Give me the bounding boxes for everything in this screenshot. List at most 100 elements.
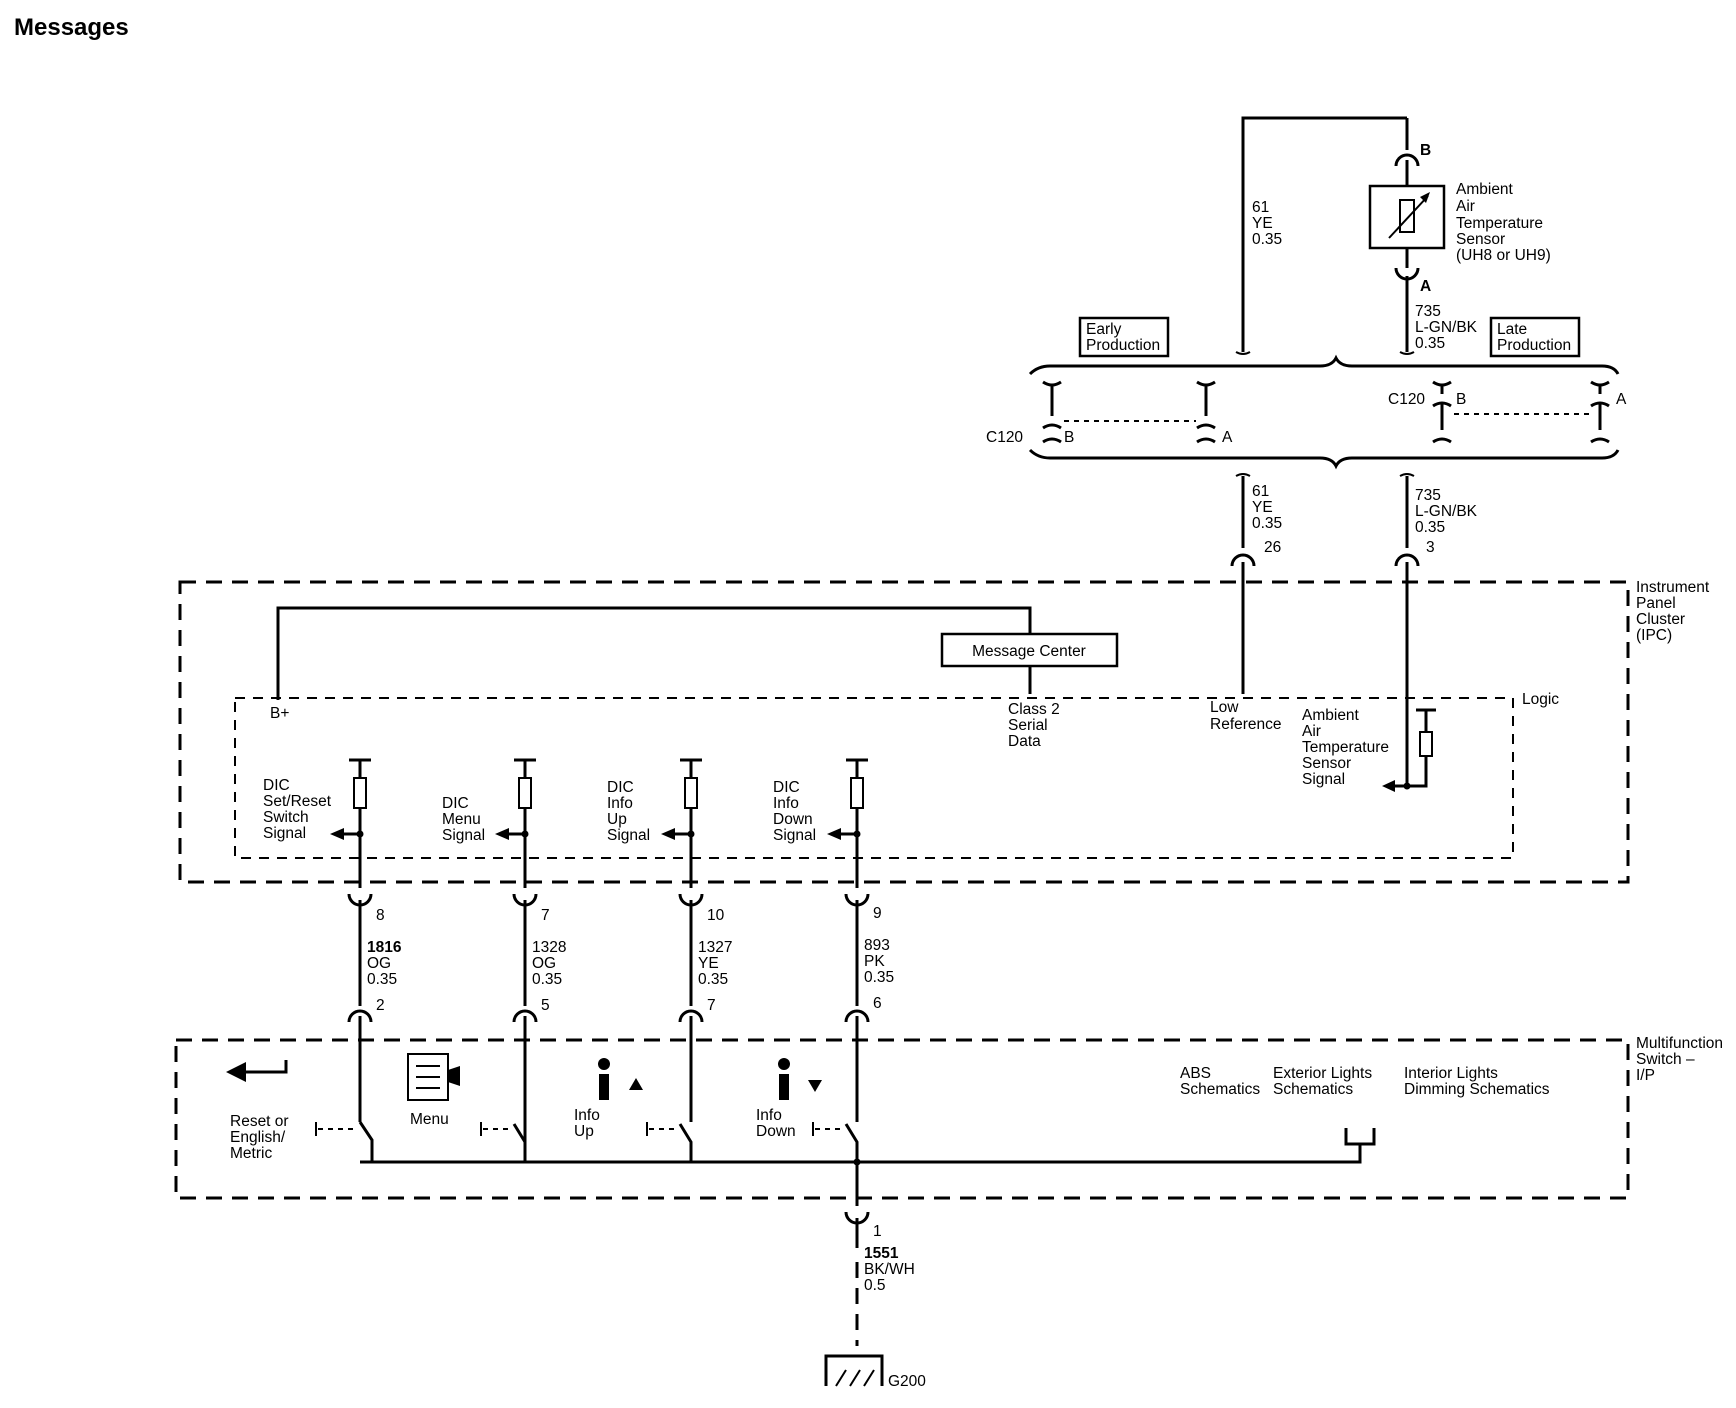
svg-text:Cluster: Cluster — [1636, 611, 1685, 628]
svg-text:Menu: Menu — [410, 1111, 449, 1128]
ground-g200: 1 1551 BK/WH 0.5 G200 — [824, 1158, 926, 1390]
svg-text:Info: Info — [607, 795, 633, 812]
info-down-icon — [778, 1058, 822, 1100]
svg-text:DIC: DIC — [263, 777, 290, 794]
svg-text:6: 6 — [873, 995, 882, 1012]
svg-text:Signal: Signal — [1302, 771, 1345, 788]
svg-text:9: 9 — [873, 905, 882, 922]
svg-text:1327: 1327 — [698, 939, 732, 956]
svg-text:Schematics: Schematics — [1273, 1081, 1353, 1098]
svg-text:3: 3 — [1426, 539, 1435, 556]
svg-text:DIC: DIC — [442, 795, 469, 812]
svg-text:Temperature: Temperature — [1456, 215, 1543, 232]
svg-text:B: B — [1064, 429, 1074, 446]
dic-menu-circuit: DIC Menu Signal — [442, 758, 536, 888]
svg-text:B: B — [1456, 391, 1466, 408]
svg-text:0.5: 0.5 — [864, 1277, 886, 1294]
svg-text:DIC: DIC — [607, 779, 634, 796]
svg-text:English/: English/ — [230, 1129, 286, 1146]
svg-text:735: 735 — [1415, 303, 1441, 320]
sensor-pin-a: A — [1420, 278, 1431, 295]
wire-61-lower: 61 YE 0.35 26 — [1230, 473, 1282, 694]
svg-text:Instrument: Instrument — [1636, 579, 1710, 596]
svg-text:Multifunction: Multifunction — [1636, 1035, 1723, 1052]
svg-text:Serial: Serial — [1008, 717, 1048, 734]
svg-text:Data: Data — [1008, 733, 1041, 750]
svg-text:Menu: Menu — [442, 811, 481, 828]
svg-text:Temperature: Temperature — [1302, 739, 1389, 756]
svg-text:Production: Production — [1086, 337, 1160, 354]
svg-text:Signal: Signal — [607, 827, 650, 844]
svg-text:735: 735 — [1415, 487, 1441, 504]
c120-bracket — [1028, 354, 1620, 470]
svg-text:Down: Down — [773, 811, 813, 828]
svg-text:Air: Air — [1456, 198, 1475, 215]
wire-735-upper: 735 L-GN/BK 0.35 — [1399, 303, 1478, 355]
message-center: Message Center B+ Class 2 Serial Data Lo… — [270, 606, 1389, 788]
svg-text:893: 893 — [864, 937, 890, 954]
dic-set-reset-circuit: DIC Set/Reset Switch Signal — [263, 758, 371, 888]
svg-text:26: 26 — [1264, 539, 1281, 556]
early-production-box: Early Production — [1078, 316, 1170, 358]
svg-text:61: 61 — [1252, 483, 1269, 500]
sensor-box — [1368, 184, 1446, 250]
svg-text:Metric: Metric — [230, 1145, 272, 1162]
svg-text:BK/WH: BK/WH — [864, 1261, 915, 1278]
svg-text:Up: Up — [574, 1123, 594, 1140]
wire-735-lower: 735 L-GN/BK 0.35 3 — [1382, 473, 1478, 792]
svg-text:Late: Late — [1497, 321, 1527, 338]
dic-info-up-circuit: DIC Info Up Signal — [607, 758, 702, 888]
svg-text:ABS: ABS — [1180, 1065, 1211, 1082]
reset-switch: Reset or English/ Metric — [226, 1060, 374, 1162]
svg-text:YE: YE — [1252, 215, 1273, 232]
svg-text:Signal: Signal — [442, 827, 485, 844]
svg-text:L-GN/BK: L-GN/BK — [1415, 503, 1478, 520]
svg-text:Sensor: Sensor — [1456, 231, 1505, 248]
page-title: Messages — [14, 14, 129, 41]
svg-text:Production: Production — [1497, 337, 1571, 354]
schematic-references: ABS Schematics Exterior Lights Schematic… — [1180, 1065, 1550, 1098]
svg-text:(IPC): (IPC) — [1636, 627, 1672, 644]
svg-text:Ambient: Ambient — [1302, 707, 1360, 724]
logic-label: Logic — [1522, 691, 1559, 708]
thermistor-icon — [1399, 199, 1415, 233]
svg-text:DIC: DIC — [773, 779, 800, 796]
svg-text:0.35: 0.35 — [1415, 335, 1445, 352]
ambient-air-temperature-sensor: B A Ambient Air Temperature Sensor (UH8 … — [1368, 118, 1551, 352]
info-up-switch: Info Up — [574, 1058, 693, 1162]
svg-text:0.35: 0.35 — [864, 969, 894, 986]
wire-1816: 8 1816 OG 0.35 2 — [347, 893, 402, 1122]
svg-text:Set/Reset: Set/Reset — [263, 793, 332, 810]
svg-text:Reset or: Reset or — [230, 1113, 289, 1130]
instrument-panel-cluster: Instrument Panel Cluster (IPC) Logic — [178, 579, 1710, 884]
svg-text:G200: G200 — [888, 1373, 926, 1390]
svg-text:Dimming Schematics: Dimming Schematics — [1404, 1081, 1550, 1098]
svg-text:2: 2 — [376, 997, 385, 1014]
svg-text:C120: C120 — [986, 429, 1023, 446]
return-arrow-icon — [226, 1062, 246, 1082]
lighting-bracket — [1344, 1128, 1376, 1146]
dic-info-down-circuit: DIC Info Down Signal — [773, 758, 868, 888]
svg-text:7: 7 — [707, 997, 716, 1014]
svg-text:I/P: I/P — [1636, 1067, 1655, 1084]
info-down-switch: Info Down — [756, 1058, 859, 1162]
svg-text:0.35: 0.35 — [532, 971, 562, 988]
svg-text:Interior Lights: Interior Lights — [1404, 1065, 1498, 1082]
svg-text:Up: Up — [607, 811, 627, 828]
svg-text:0.35: 0.35 — [367, 971, 397, 988]
svg-text:PK: PK — [864, 953, 885, 970]
svg-text:10: 10 — [707, 907, 725, 924]
svg-text:C120: C120 — [1388, 391, 1425, 408]
svg-text:8: 8 — [376, 907, 385, 924]
svg-text:0.35: 0.35 — [1252, 231, 1282, 248]
svg-text:1816: 1816 — [367, 939, 402, 956]
svg-text:(UH8 or UH9): (UH8 or UH9) — [1456, 247, 1551, 264]
svg-text:Signal: Signal — [263, 825, 306, 842]
svg-text:Class 2: Class 2 — [1008, 701, 1060, 718]
svg-text:Schematics: Schematics — [1180, 1081, 1260, 1098]
multifunction-switch: Multifunction Switch – I/P — [174, 1035, 1723, 1200]
late-production-box: Late Production — [1489, 316, 1581, 358]
svg-text:Low: Low — [1210, 699, 1239, 716]
svg-text:Down: Down — [756, 1123, 796, 1140]
